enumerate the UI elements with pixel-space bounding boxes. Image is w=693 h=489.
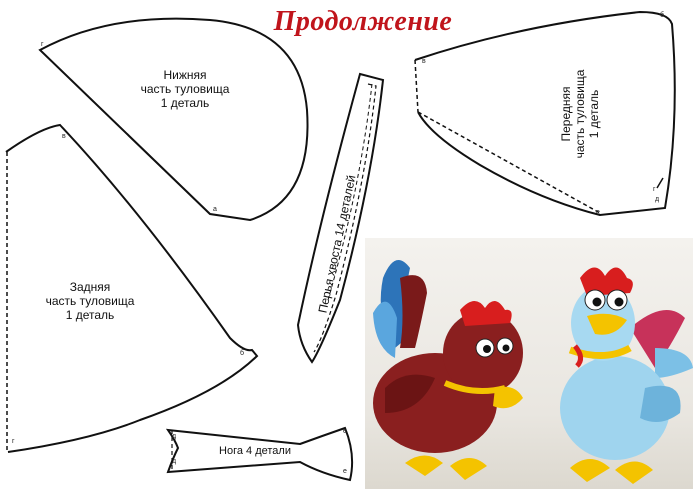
leg-label: Нога 4 детали bbox=[219, 445, 291, 457]
lower-body-seam-line bbox=[39, 49, 211, 215]
lower-body-label: Нижняя часть туловища 1 деталь bbox=[140, 68, 230, 110]
back-body-mark-v: в bbox=[62, 133, 66, 140]
leg-mark-e1: е bbox=[343, 428, 347, 435]
blue-rooster-toy bbox=[560, 267, 693, 484]
front-body-label: Передняя часть туловища 1 деталь bbox=[559, 69, 601, 159]
front-body-mark-b: б bbox=[660, 12, 665, 19]
front-body-piece-outline bbox=[414, 10, 676, 217]
finished-toys-photo bbox=[365, 238, 693, 489]
front-body-mark-v: в bbox=[422, 58, 426, 65]
lower-body-piece-outline bbox=[38, 17, 309, 222]
front-body-mark-d: д bbox=[655, 196, 660, 203]
back-body-piece-outline bbox=[5, 123, 259, 453]
front-body-mark-g: г bbox=[653, 186, 656, 193]
leg-piece-outline bbox=[165, 426, 354, 482]
leg-mark-d1: д bbox=[172, 433, 177, 440]
back-body-mark-b: б bbox=[240, 350, 245, 357]
red-rooster-toy bbox=[373, 260, 523, 480]
back-body-mark-g: г bbox=[12, 438, 15, 445]
tail-feather-seam-line bbox=[313, 83, 377, 353]
lower-body-mark-g: г bbox=[41, 41, 44, 48]
lower-body-mark-a: а bbox=[213, 206, 217, 213]
leg-mark-e2: е bbox=[343, 468, 347, 475]
page-title: Продолжение bbox=[273, 6, 453, 37]
back-body-label: Задняя часть туловища 1 деталь bbox=[45, 280, 135, 322]
front-body-mark-e: е bbox=[596, 209, 600, 216]
tail-feather-outline bbox=[296, 72, 385, 364]
leg-mark-d2: д bbox=[172, 458, 177, 465]
